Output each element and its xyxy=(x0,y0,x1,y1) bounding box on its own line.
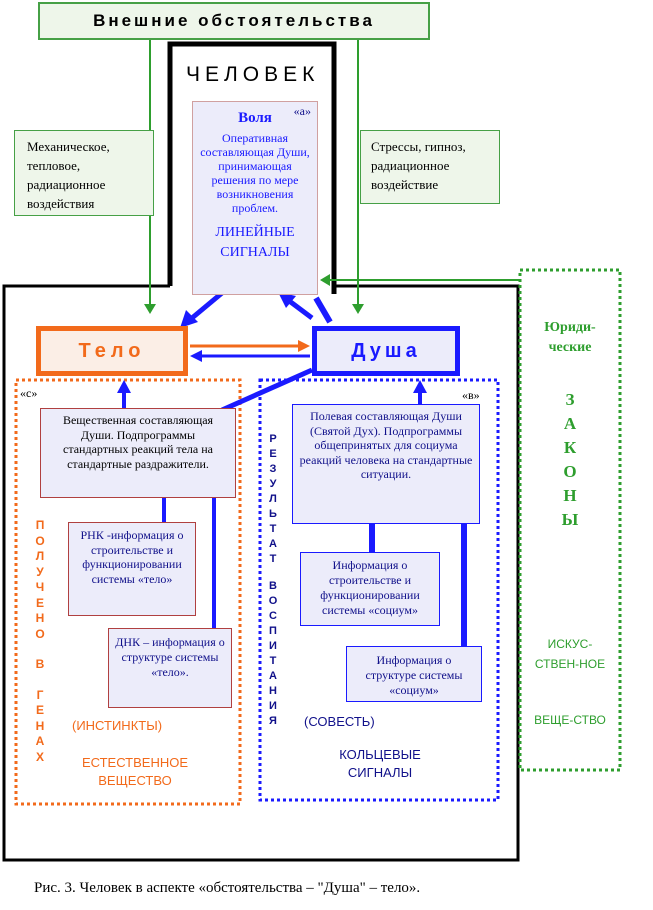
law-area xyxy=(518,268,622,772)
material-soul-text: Вещественная составляющая Души. Подпрогр… xyxy=(62,413,214,471)
material-soul-box: Вещественная составляющая Души. Подпрогр… xyxy=(40,408,236,498)
right-influence-text: Стрессы, гипноз, радиационное воздействи… xyxy=(371,139,466,192)
genes-vertical: П О Л У Ч Е Н О В Г Е Н А Х xyxy=(35,518,45,764)
blue-line-soul-will xyxy=(313,296,333,324)
will-signals: ЛИНЕЙНЫЕ СИГНАЛЫ xyxy=(215,225,295,260)
blue-arrow-will-body xyxy=(190,291,224,320)
soul-title: Душа xyxy=(351,340,421,362)
society-build-box: Информация о строительстве и функциониро… xyxy=(300,552,440,626)
person-outer-frame xyxy=(2,284,520,862)
dna-text: ДНК – информация о структуре системы «те… xyxy=(115,635,225,679)
left-influence-box: Механическое, тепловое, радиационное воз… xyxy=(14,130,154,216)
will-box: «а» Воля Оперативная составляющая Души, … xyxy=(192,101,318,295)
natural-substance-label: ЕСТЕСТВЕННОЕ ВЕЩЕСТВО xyxy=(81,755,189,788)
society-struct-text: Информация о структуре системы «социум» xyxy=(365,653,463,697)
ring-signals-label: КОЛЬЦЕВЫЕ СИГНАЛЫ xyxy=(339,747,421,780)
person-title: ЧЕЛОВЕК xyxy=(186,63,320,86)
instincts-label: (ИНСТИНКТЫ) xyxy=(72,718,163,733)
will-description: Оперативная составляющая Души, принимающ… xyxy=(200,131,310,215)
upbringing-vertical: Р Е З У Л Ь Т А Т В О С П И Т А Н И Я xyxy=(268,433,278,727)
law-vertical: З А К О Н Ы xyxy=(561,390,579,529)
blue-arrow-will-soul xyxy=(286,298,314,320)
green-arrow-left-head xyxy=(144,304,156,314)
left-influence-text: Механическое, тепловое, радиационное воз… xyxy=(27,139,110,211)
upbringing-area xyxy=(258,378,500,802)
soul-box: Душа xyxy=(312,326,460,376)
right-influence-box: Стрессы, гипноз, радиационное воздействи… xyxy=(360,130,500,204)
body-box: Тело xyxy=(36,326,188,376)
genes-marker: «с» xyxy=(20,386,38,400)
external-circumstances-title: Внешние обстоятельства xyxy=(93,11,375,30)
green-arrow-right-head xyxy=(352,304,364,314)
field-soul-text: Полевая составляющая Души (Святой Дух). … xyxy=(299,409,473,481)
green-arrow-law-head xyxy=(320,274,330,286)
external-circumstances-box: Внешние обстоятельства xyxy=(38,2,430,40)
field-soul-box: Полевая составляющая Души (Святой Дух). … xyxy=(292,404,480,524)
conscience-label: (СОВЕСТЬ) xyxy=(304,714,375,729)
society-build-text: Информация о строительстве и функциониро… xyxy=(320,558,420,617)
society-struct-box: Информация о структуре системы «социум» xyxy=(346,646,482,702)
upbringing-marker: «в» xyxy=(462,388,480,402)
person-top-frame xyxy=(167,41,337,294)
law-artificial: ИСКУС-СТВЕН-НОЕ xyxy=(534,637,606,671)
will-title: Воля xyxy=(238,110,272,126)
will-marker: «а» xyxy=(293,104,311,118)
blue-line-soul-material xyxy=(220,367,314,413)
dna-box: ДНК – информация о структуре системы «те… xyxy=(108,628,232,708)
figure-caption: Рис. 3. Человек в аспекте «обстоятельств… xyxy=(34,880,421,896)
rna-box: РНК -информация о строительстве и функци… xyxy=(68,522,196,616)
law-title: Юриди-ческие xyxy=(544,320,596,355)
rna-text: РНК -информация о строительстве и функци… xyxy=(80,528,184,586)
law-substance: ВЕЩЕ-СТВО xyxy=(534,713,606,727)
body-title: Тело xyxy=(78,340,146,362)
